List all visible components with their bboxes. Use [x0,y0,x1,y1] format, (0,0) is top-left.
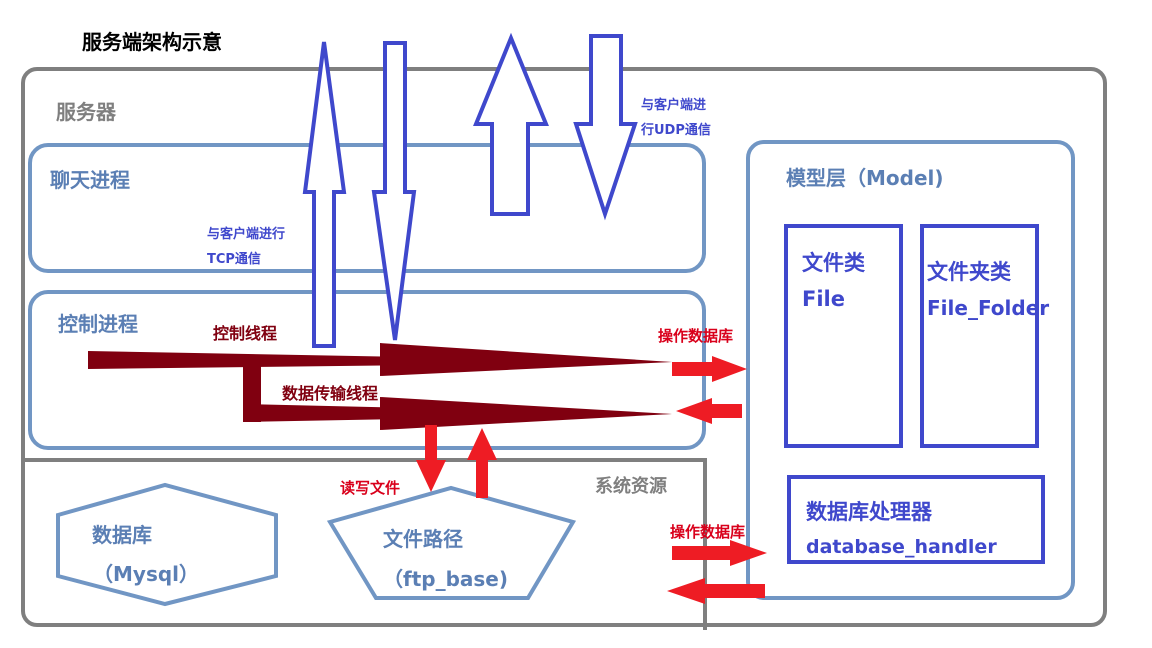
server-box [21,67,1107,627]
db-op-label-lower: 操作数据库 [670,523,746,541]
db-op-right-arrow-lower [672,540,767,566]
rw-down-arrow [416,425,446,492]
rw-files-label: 读写文件 [340,479,401,497]
udp-down-arrow [573,34,638,221]
model-layer-box [746,140,1075,600]
system-resources-label: 系统资源 [595,476,667,497]
udp-note-line1: 与客户端进 [641,98,707,113]
folder-class-sub: File_Folder [927,296,1050,320]
folder-class-name: 文件夹类 [927,260,1011,284]
database-name: 数据库 [92,523,152,547]
tcp-up-arrow [302,41,347,348]
file-class-box [784,224,903,448]
transfer-thread-label: 数据传输线程 [282,384,379,403]
diagram-title: 服务端架构示意 [82,30,222,54]
control-thread-head [380,343,672,376]
db-op-left-arrow-lower [667,578,765,604]
database-hexagon [56,482,278,607]
control-process-label: 控制进程 [58,312,138,336]
chat-process-box [28,143,706,273]
udp-up-arrow [473,32,549,216]
udp-note-line2: 行UDP通信 [641,123,711,138]
db-op-label-upper: 操作数据库 [658,327,734,345]
chat-process-label: 聊天进程 [50,168,130,192]
db-handler-name: 数据库处理器 [806,500,932,524]
system-resources-divider [23,458,707,630]
tcp-note-line1: 与客户端进行 [207,227,286,242]
file-class-sub: File [802,287,845,311]
file-path-sub: （ftp_base) [383,567,508,591]
folder-class-box [920,224,1039,448]
db-handler-sub: database_handler [806,536,997,558]
rw-up-arrow [467,428,497,498]
tcp-note-line2: TCP通信 [207,252,261,267]
file-class-name: 文件类 [802,251,865,275]
db-op-left-arrow-upper [676,398,742,424]
file-path-name: 文件路径 [383,527,463,551]
file-path-pentagon [326,485,577,600]
server-label: 服务器 [56,100,116,124]
transfer-thread-head [380,397,672,430]
model-layer-label: 模型层（Model) [786,166,944,190]
control-thread-label: 控制线程 [213,324,278,343]
database-sub: （Mysql） [93,562,200,586]
db-op-right-arrow-upper [672,356,747,382]
tcp-down-arrow [371,41,417,341]
db-handler-box [787,475,1045,564]
